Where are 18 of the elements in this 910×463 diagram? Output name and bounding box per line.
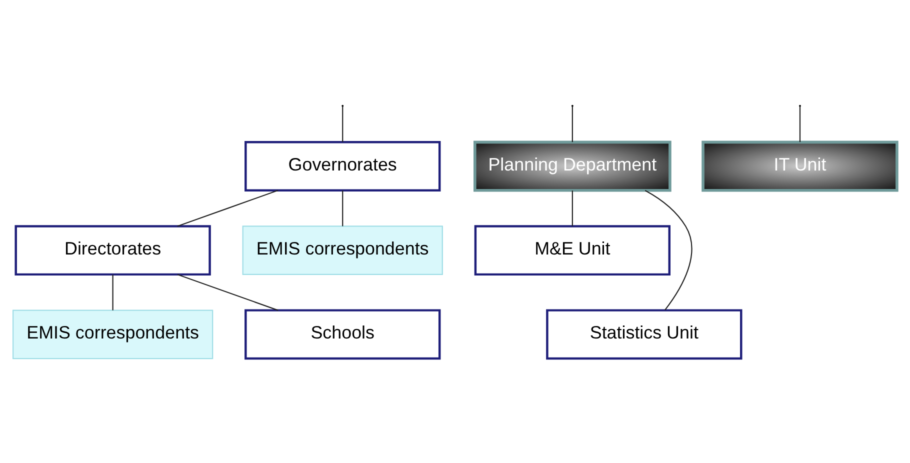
connector [644, 189, 692, 310]
node-box: M&E Unit [474, 224, 670, 276]
connector [177, 273, 278, 310]
connector [342, 190, 344, 226]
node-box: EMIS correspondents [12, 309, 214, 359]
connector [112, 274, 114, 310]
node-box: Governorates [244, 140, 441, 191]
node-box: Statistics Unit [546, 308, 742, 360]
connector [572, 106, 573, 142]
connector [572, 190, 573, 226]
node-box: IT Unit [702, 140, 898, 192]
connector [177, 189, 278, 226]
node-box: Planning Department [474, 140, 672, 192]
node-box: Directorates [14, 224, 211, 276]
connector [799, 106, 801, 142]
node-box: EMIS correspondents [242, 225, 443, 274]
connector [342, 106, 344, 142]
node-box: Schools [244, 308, 441, 360]
